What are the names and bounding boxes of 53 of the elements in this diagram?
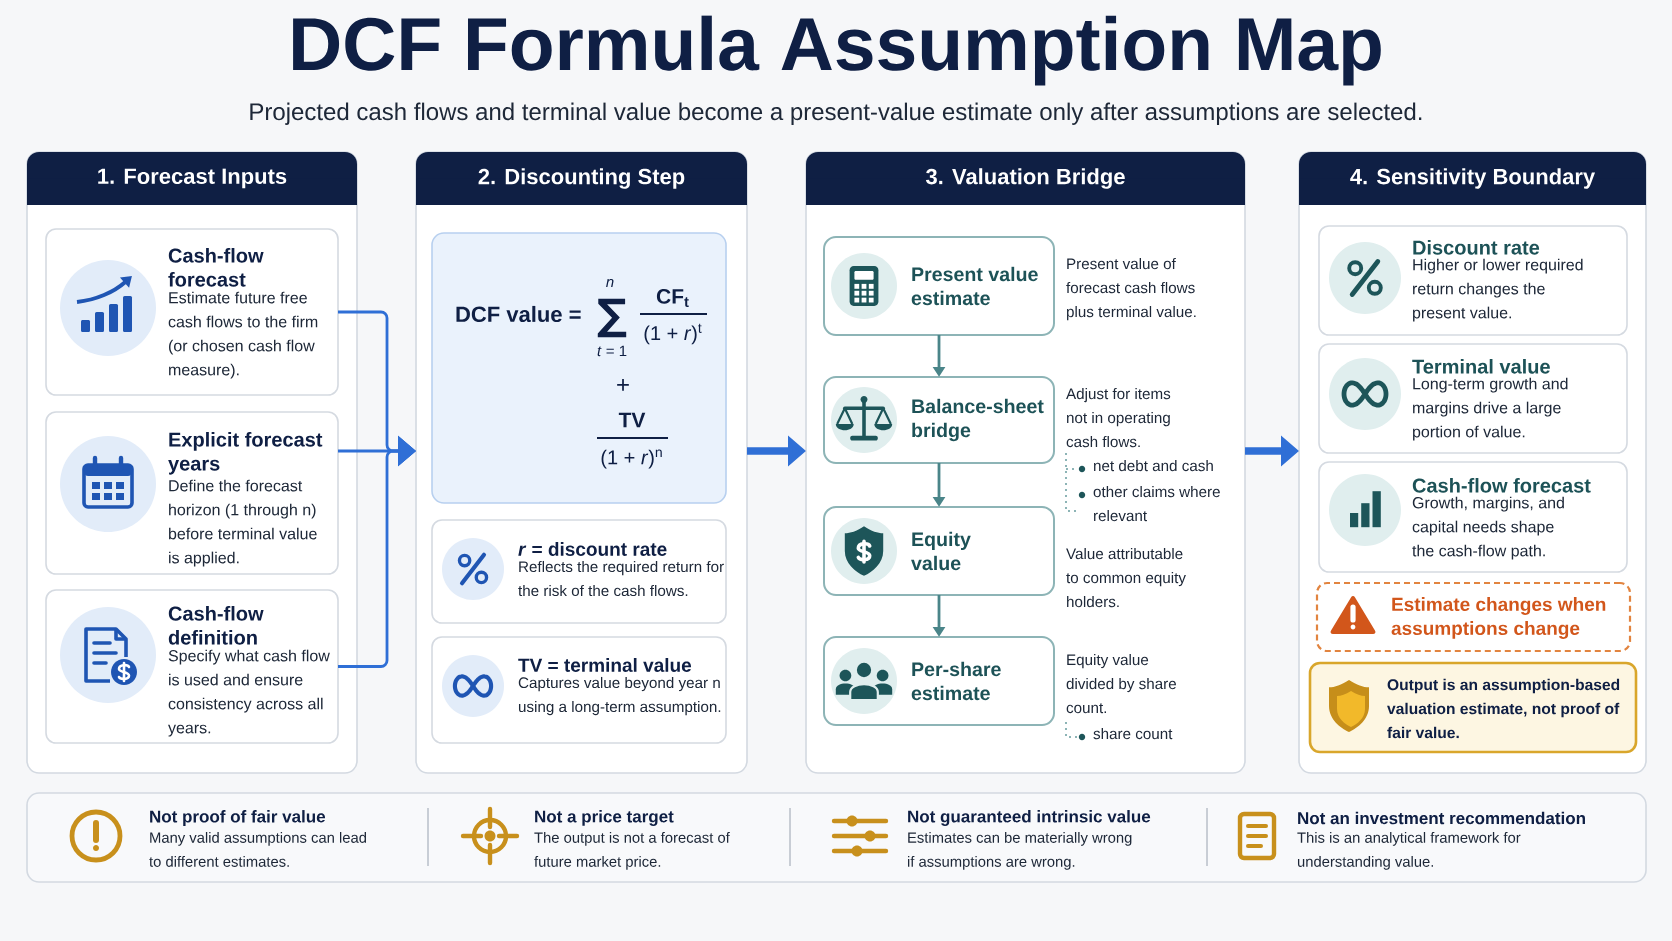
subtitle: Projected cash flows and terminal value become a present-value estimate only after assumptions are selected. xyxy=(250,102,1422,125)
card-title: Terminal value xyxy=(1412,359,1550,374)
step-title: Present value estimate xyxy=(911,266,1038,306)
fraction-numerator: TV xyxy=(618,412,646,428)
strip-text: The output is not a forecast of future market price. xyxy=(534,832,730,870)
card-text: Growth, margins, and capital needs shape the cash-flow path. xyxy=(1412,496,1564,560)
panel-header: 4. Sensitivity Boundary xyxy=(1299,152,1646,205)
arrow xyxy=(338,435,416,668)
summation-limit: t = 1 xyxy=(597,345,627,357)
card-text: Long-term growth and margins drive a large portion of value. xyxy=(1413,377,1568,441)
formula-label: DCF value = xyxy=(456,305,581,323)
bullet-text: other claims where relevant xyxy=(1093,486,1220,522)
card-text: Higher or lower required return changes the present value. xyxy=(1413,258,1583,322)
card-text: Define the forecast horizon (1 through n) before terminal value is applied. xyxy=(169,479,317,567)
bullet-text: net debt and cash xyxy=(1094,460,1213,472)
summation-sign: ∑ xyxy=(597,298,627,338)
fraction-denominator: (1 + r)$^{n}$ xyxy=(601,449,662,469)
card-title: TV = terminal value xyxy=(518,658,692,672)
step-title: Per-share estimate xyxy=(911,661,1001,701)
card-text: Reflects the required return for the risk of the cash flows. xyxy=(518,560,724,597)
card-title: Explicit forecast years xyxy=(168,432,323,475)
strip-heading: Not a price target xyxy=(535,810,674,826)
card-text: Estimate future free cash flows to the firm (or chosen cash flow measure). xyxy=(168,291,318,379)
card-title: r = discount rate xyxy=(518,542,667,556)
bullet-text: share count xyxy=(1093,728,1173,740)
strip-heading: Not proof of fair value xyxy=(150,810,326,826)
strip-text: Estimates can be materially wrong if assumptions are wrong. xyxy=(908,832,1132,870)
panel-header: 3. Valuation Bridge xyxy=(806,152,1245,205)
summation-limit: n xyxy=(606,278,614,288)
note-text: Output is an assumption-based valuation estimate, not proof of fair value. xyxy=(1387,678,1620,739)
step-title: Equity value xyxy=(911,531,971,571)
strip-heading: Not guaranteed intrinsic value xyxy=(908,810,1151,826)
strip-text: Many valid assumptions can lead to different estimates. xyxy=(149,832,366,867)
side-note: Present value of forecast cash flows plus terminal value. xyxy=(1066,258,1196,321)
panel-header: 1. Forecast Inputs xyxy=(27,152,357,205)
side-note: Adjust for items not in operating cash flows. xyxy=(1066,388,1171,448)
card-text: Captures value beyond year n using a long-term assumption. xyxy=(518,676,721,716)
fraction-denominator: (1 + r)$^{t}$ xyxy=(644,323,702,345)
warning-text: Estimate changes when assumptions change xyxy=(1391,597,1606,639)
side-note: Value attributable to common equity holders. xyxy=(1066,548,1186,608)
card-title: Discount rate xyxy=(1413,240,1540,255)
strip-heading: Not an investment recommendation xyxy=(1298,811,1585,825)
title: DCF Formula Assumption Map xyxy=(293,15,1381,86)
strip-text: This is an analytical framework for understanding value. xyxy=(1297,832,1521,870)
card-title: Cash-flow forecast xyxy=(1412,478,1591,493)
side-note: Equity value divided by share count. xyxy=(1066,654,1176,714)
fraction-numerator: CF$_{t}$ xyxy=(656,288,689,308)
plus-sign: + xyxy=(617,379,629,391)
step-title: Balance-sheet bridge xyxy=(912,398,1044,442)
card-title: Cash-flow forecast xyxy=(168,248,264,287)
card-title: Cash-flow definition xyxy=(168,606,264,645)
card-text: Specify what cash flow is used and ensure consistency across all years. xyxy=(168,649,330,737)
panel-header: 2. Discounting Step xyxy=(416,152,747,205)
